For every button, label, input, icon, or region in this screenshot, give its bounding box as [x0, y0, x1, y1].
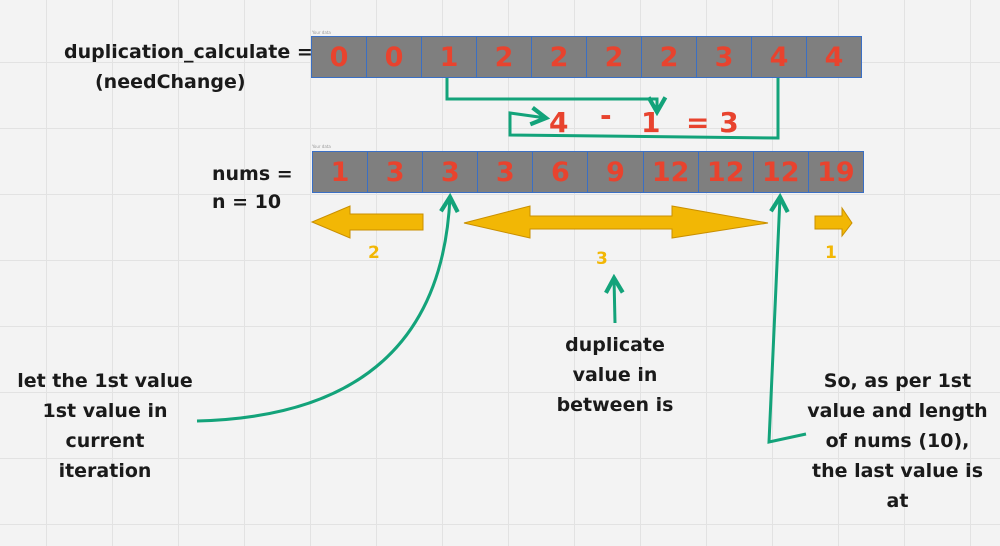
connector-dup-4-to-calc — [508, 78, 780, 140]
range-middle-count: 3 — [596, 249, 608, 269]
nums-cell-4: 6 — [533, 152, 589, 192]
duplicate-pointer — [614, 278, 615, 324]
n-label: n = 10 — [212, 191, 282, 213]
dup-cell-4: 2 — [532, 37, 587, 77]
calc-left-value: 4 — [549, 106, 569, 139]
range-right-count: 1 — [825, 243, 837, 263]
right-range-arrow — [814, 206, 853, 238]
bottom-array-frame-tag: Your data — [312, 144, 331, 149]
last-value-pointer — [767, 197, 807, 444]
calc-result: = 3 — [686, 106, 739, 139]
nums-label: nums = — [212, 163, 293, 185]
nums-cell-9: 19 — [808, 152, 863, 192]
nums-cell-2: 3 — [423, 152, 479, 192]
nums-cell-6: 12 — [643, 152, 699, 192]
dup-cell-5: 2 — [587, 37, 642, 77]
nums-cell-8: 12 — [753, 152, 809, 192]
nums-cell-0: 1 — [313, 152, 369, 192]
last-value-annotation: So, as per 1st value and length of nums … — [807, 370, 988, 512]
dup-cell-1: 0 — [367, 37, 422, 77]
nums-cell-7: 12 — [698, 152, 754, 192]
dup-cell-3: 2 — [477, 37, 532, 77]
connector-dup-1-to-calc — [445, 78, 657, 112]
dup-cell-6: 2 — [642, 37, 697, 77]
left-range-arrow — [310, 205, 424, 239]
calc-minus-sign: - — [600, 99, 612, 132]
middle-range-arrow — [463, 205, 769, 239]
nums-cell-5: 9 — [588, 152, 644, 192]
first-value-pointer — [196, 197, 450, 423]
dup-cell-8: 4 — [752, 37, 807, 77]
dup-cell-0: 0 — [312, 37, 367, 77]
dup-cell-9: 4 — [807, 37, 861, 77]
dup-cell-2: 1 — [422, 37, 477, 77]
range-left-count: 2 — [368, 243, 380, 263]
nums-cell-1: 3 — [368, 152, 424, 192]
first-value-annotation: let the 1st value 1st value in current i… — [17, 370, 193, 482]
duplicate-annotation: duplicate value in between is — [556, 334, 674, 416]
nums-cell-3: 3 — [478, 152, 534, 192]
top-array-frame-tag: Your data — [312, 30, 331, 35]
need-change-label: (needChange) — [95, 71, 246, 93]
dup-cell-7: 3 — [697, 37, 752, 77]
duplication-calculate-label: duplication_calculate = — [64, 41, 313, 63]
